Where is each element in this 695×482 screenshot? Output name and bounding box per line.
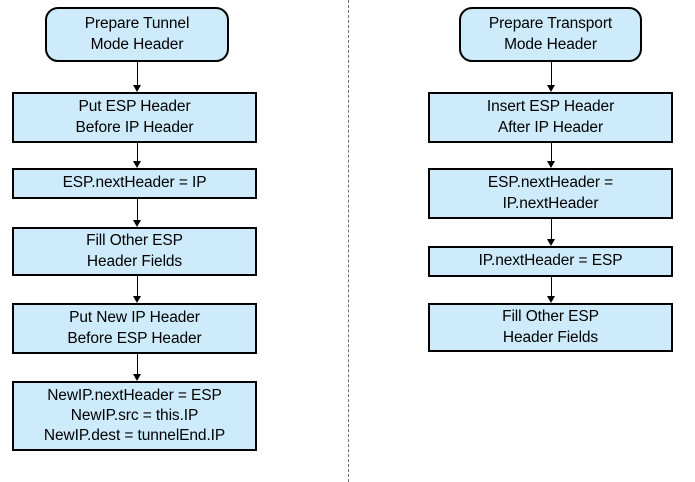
flow-connector-tunnel-arrow-4 [137, 276, 138, 297]
flow-connector-transport-arrow-2 [551, 143, 552, 162]
flow-node-label: Put ESP Header Before IP Header [75, 98, 194, 136]
flow-node-label: Fill Other ESP Header Fields [86, 232, 183, 270]
flow-node-label: Put New IP Header Before ESP Header [67, 309, 202, 347]
arrowhead-icon-transport-arrow-4 [547, 296, 555, 303]
flow-connector-transport-arrow-4 [551, 277, 552, 297]
flow-connector-tunnel-arrow-3 [137, 199, 138, 221]
flow-node-label: ESP.nextHeader = IP [62, 174, 207, 192]
flow-node-transport-step-3[interactable]: IP.nextHeader = ESP [428, 246, 673, 277]
flow-node-label: IP.nextHeader = ESP [478, 252, 623, 270]
flow-node-label: Prepare Tunnel Mode Header [84, 15, 190, 53]
arrowhead-icon-transport-arrow-3 [547, 239, 555, 246]
flow-node-tunnel-step-1[interactable]: Put ESP Header Before IP Header [12, 92, 257, 143]
arrowhead-icon-tunnel-arrow-4 [133, 296, 141, 303]
flow-node-tunnel-step-5[interactable]: NewIP.nextHeader = ESP NewIP.src = this.… [12, 381, 257, 451]
arrowhead-icon-transport-arrow-1 [547, 85, 555, 92]
flow-connector-tunnel-arrow-5 [137, 354, 138, 375]
flow-connector-tunnel-arrow-1 [137, 62, 138, 86]
flow-node-label: Insert ESP Header After IP Header [486, 98, 615, 136]
flow-node-tunnel-step-4[interactable]: Put New IP Header Before ESP Header [12, 303, 257, 354]
flow-connector-tunnel-arrow-2 [137, 143, 138, 162]
flow-node-transport-step-1[interactable]: Insert ESP Header After IP Header [428, 92, 673, 143]
flow-connector-transport-arrow-1 [551, 62, 552, 86]
flow-node-transport-step-2[interactable]: ESP.nextHeader = IP.nextHeader [428, 168, 673, 219]
flow-node-transport-step-4[interactable]: Fill Other ESP Header Fields [428, 303, 673, 352]
arrowhead-icon-tunnel-arrow-5 [133, 374, 141, 381]
flow-node-transport-start[interactable]: Prepare Transport Mode Header [459, 7, 642, 62]
flow-node-tunnel-start[interactable]: Prepare Tunnel Mode Header [45, 7, 229, 62]
flow-connector-transport-arrow-3 [551, 219, 552, 240]
flow-node-label: Fill Other ESP Header Fields [502, 308, 599, 346]
arrowhead-icon-tunnel-arrow-3 [133, 220, 141, 227]
flow-node-tunnel-step-3[interactable]: Fill Other ESP Header Fields [12, 227, 257, 276]
arrowhead-icon-transport-arrow-2 [547, 161, 555, 168]
flow-node-label: Prepare Transport Mode Header [488, 15, 613, 53]
arrowhead-icon-tunnel-arrow-1 [133, 85, 141, 92]
flow-node-tunnel-step-2[interactable]: ESP.nextHeader = IP [12, 168, 257, 199]
flow-node-label: NewIP.nextHeader = ESP NewIP.src = this.… [43, 386, 226, 445]
column-divider [348, 0, 349, 482]
flow-node-label: ESP.nextHeader = IP.nextHeader [487, 174, 614, 212]
arrowhead-icon-tunnel-arrow-2 [133, 161, 141, 168]
